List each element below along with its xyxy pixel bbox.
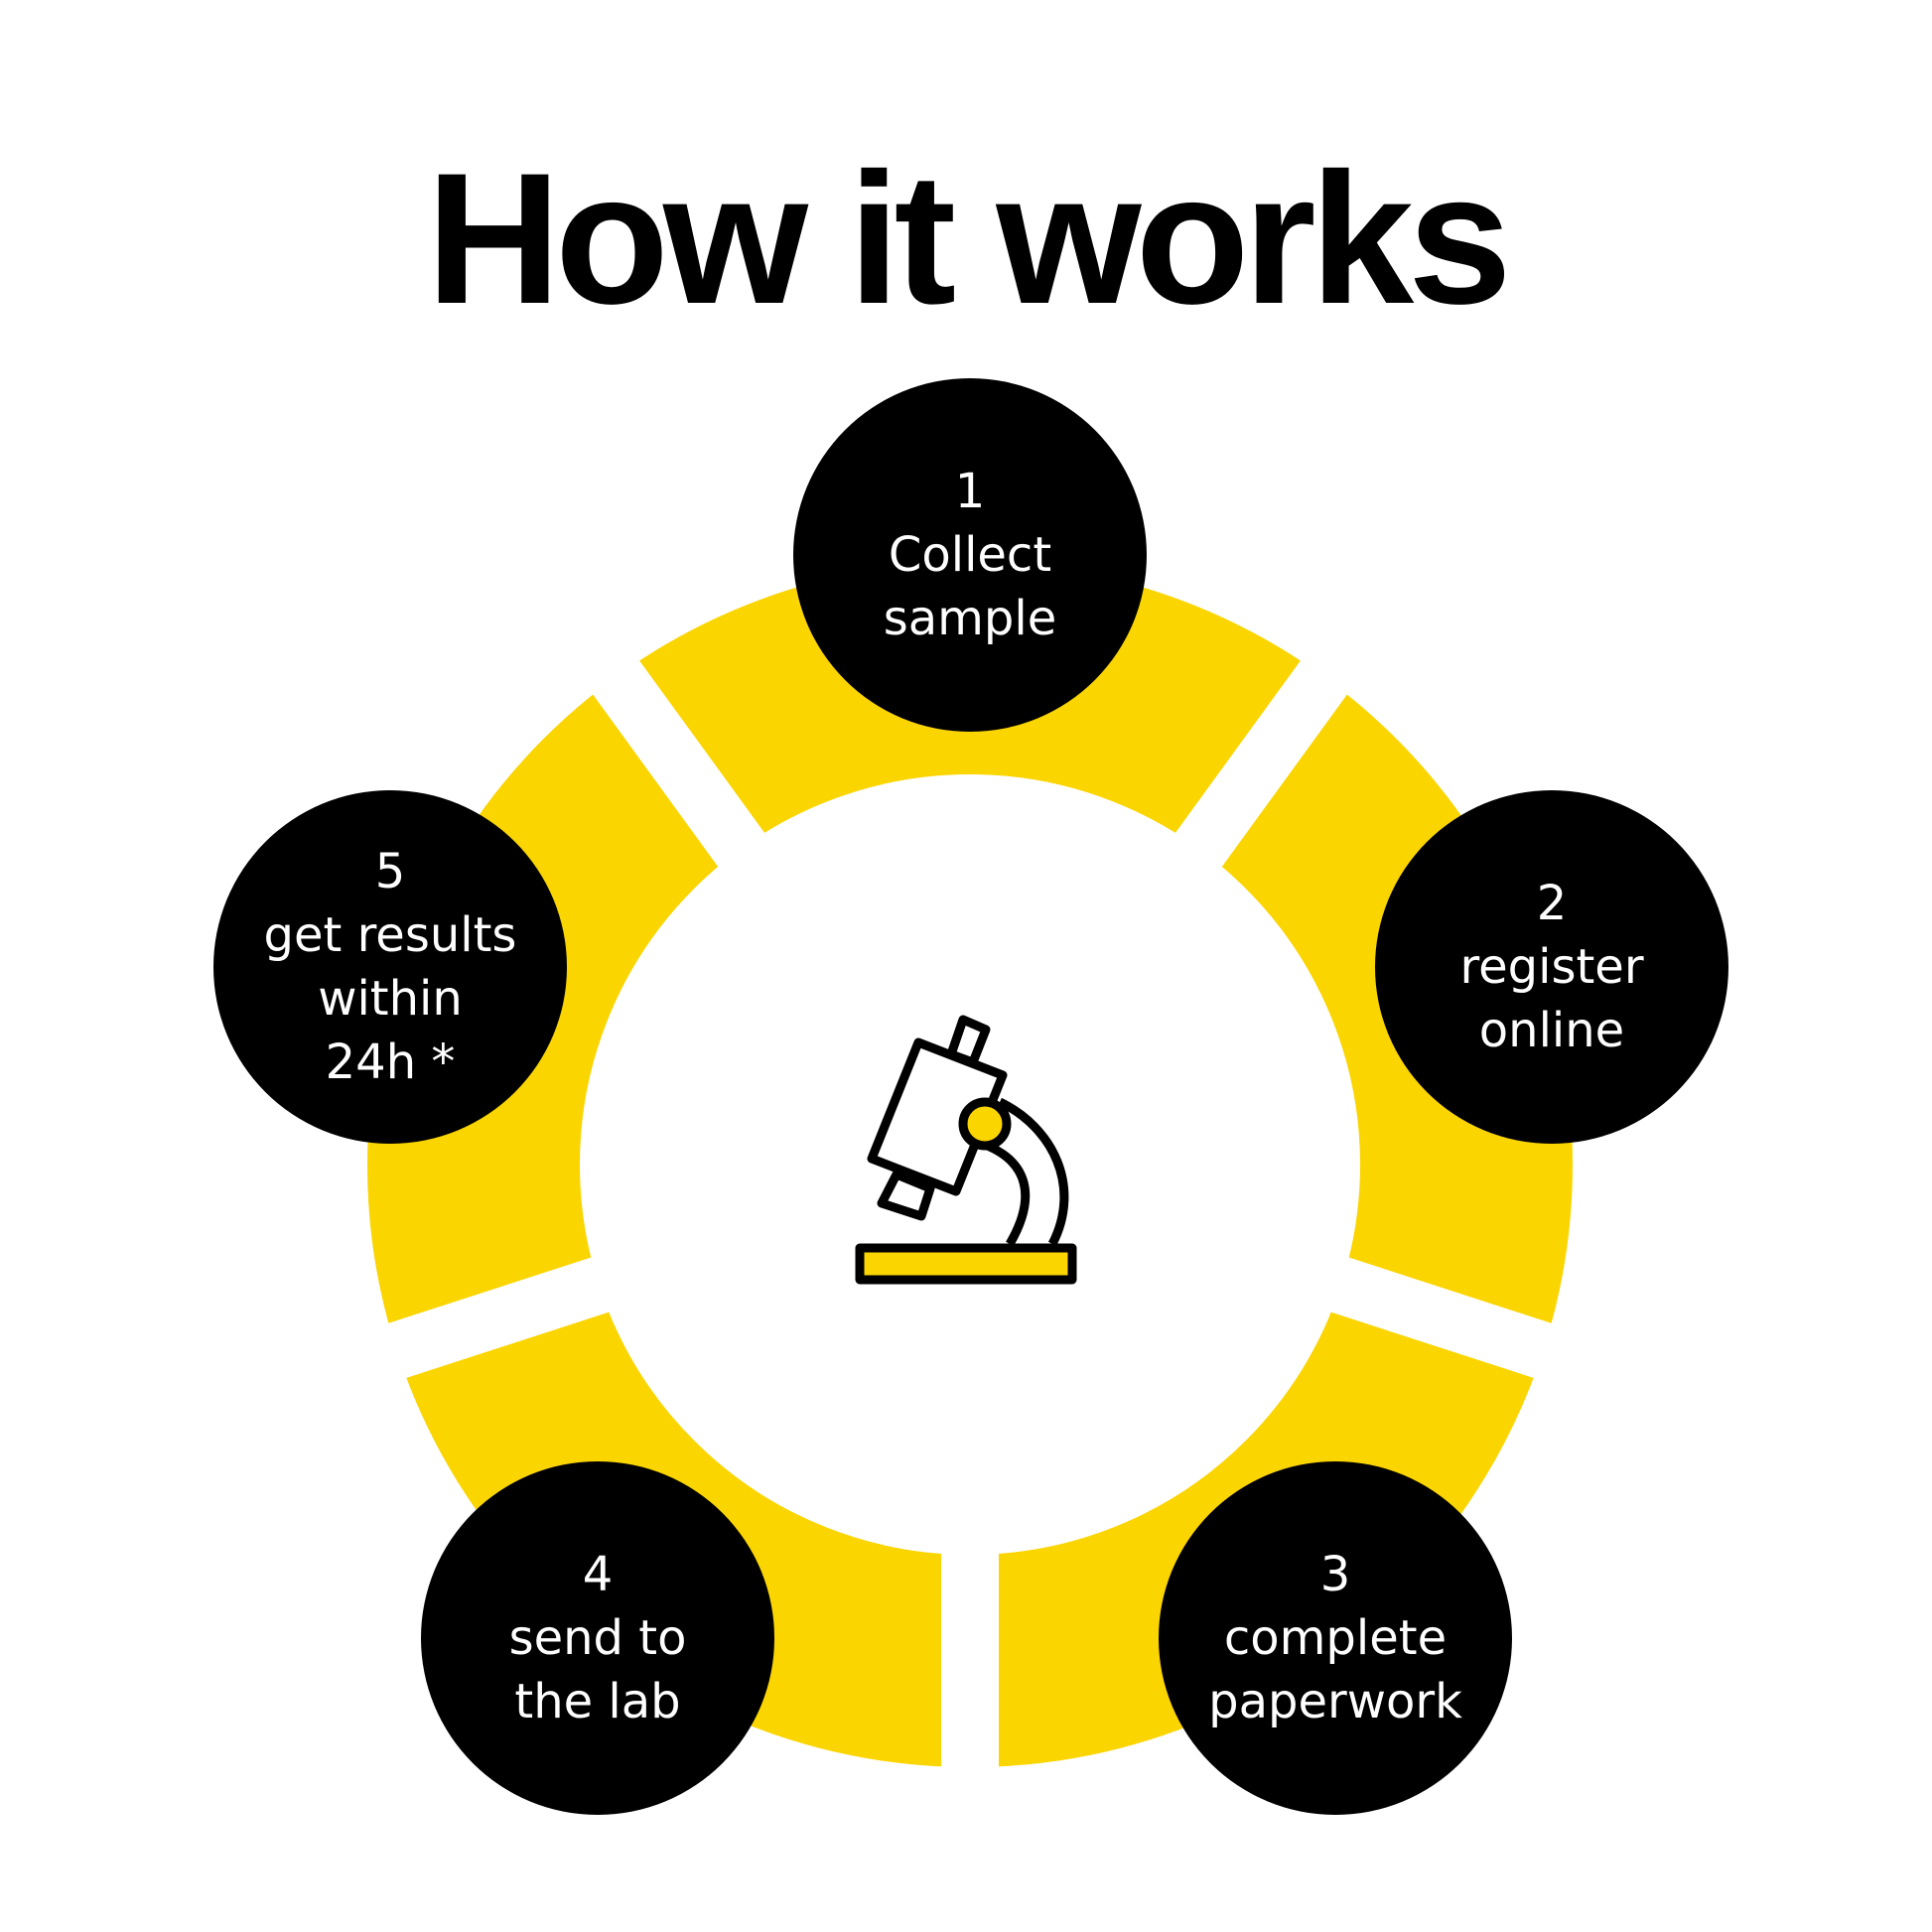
- ring-gap: [961, 1137, 1640, 1407]
- ring-gap: [941, 1165, 999, 1860]
- step-number: 2: [1536, 876, 1568, 931]
- step-1-collect-sample: 1 Collect sample: [793, 378, 1147, 732]
- ring-gap: [538, 585, 994, 1182]
- ring-gap: [946, 585, 1402, 1182]
- step-number: 4: [582, 1547, 614, 1602]
- step-label: get results: [263, 907, 517, 963]
- step-number: 5: [374, 844, 406, 899]
- step-3-complete-paperwork: 3 complete paperwork: [1159, 1461, 1512, 1815]
- ring-gap: [300, 1137, 979, 1407]
- step-2-register-online: 2 register online: [1375, 790, 1728, 1144]
- step-label: the lab: [514, 1674, 681, 1729]
- step-5-get-results: 5 get results within 24h *: [213, 790, 567, 1144]
- step-label: online: [1478, 1003, 1625, 1058]
- step-label: paperwork: [1208, 1674, 1462, 1729]
- step-label: complete: [1223, 1610, 1448, 1666]
- step-label: register: [1459, 939, 1644, 995]
- page-title: How it works: [426, 134, 1512, 343]
- step-number: 3: [1319, 1547, 1351, 1602]
- microscope-icon: [855, 1015, 1077, 1285]
- ring-gaps: [300, 585, 1640, 1860]
- step-number: 1: [954, 464, 986, 519]
- step-label: send to: [508, 1610, 687, 1666]
- step-label: 24h *: [325, 1035, 456, 1090]
- step-label: within: [318, 971, 463, 1027]
- step-label: sample: [883, 591, 1057, 646]
- step-4-send-to-lab: 4 send to the lab: [421, 1461, 774, 1815]
- step-label: Collect: [888, 527, 1052, 583]
